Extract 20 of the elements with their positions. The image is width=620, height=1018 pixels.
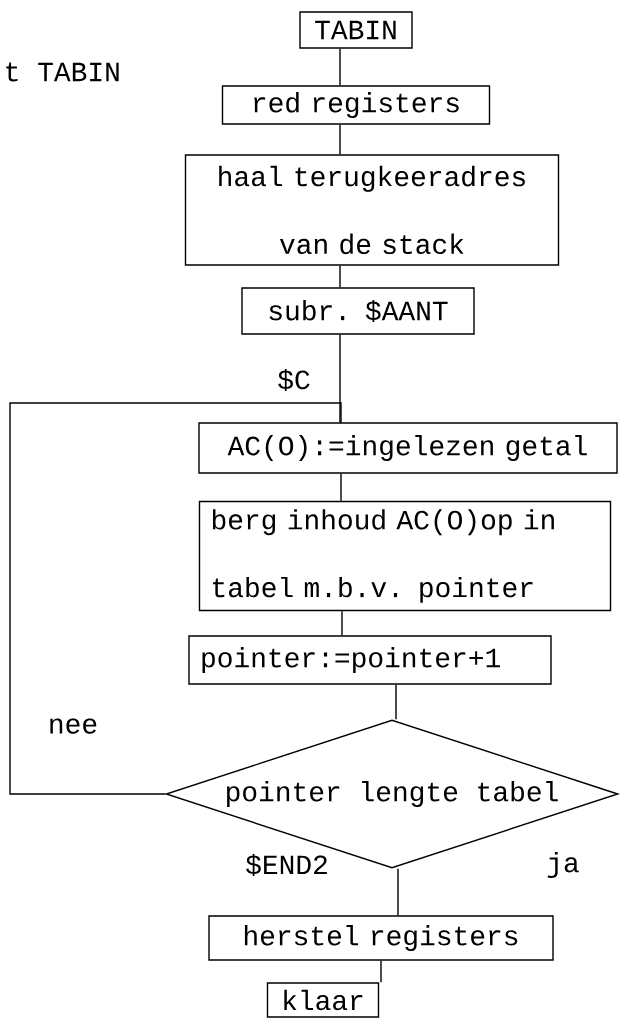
connector-line: [340, 473, 342, 502]
text-label: $C: [278, 369, 310, 391]
process-box: pointer:=pointer+1: [188, 635, 552, 685]
edge-label: nee: [46, 717, 100, 735]
connector-line: [395, 684, 397, 720]
connector-line: [397, 868, 399, 916]
text-label: t TABIN: [6, 62, 119, 82]
process-box: red registers: [221, 85, 491, 125]
process-box: TABIN: [299, 11, 413, 49]
connector-line: [339, 48, 341, 86]
connector-line: [339, 334, 341, 423]
connector-line: [339, 124, 341, 155]
connector-line: [339, 265, 341, 288]
process-box: herstel registers: [208, 915, 554, 961]
process-box: klaar: [266, 982, 380, 1018]
process-box: AC(O):=ingelezen getal: [198, 422, 618, 474]
process-box: subr. $AANT: [241, 287, 475, 335]
connector-line: [380, 960, 382, 983]
connector-line: [341, 610, 343, 636]
connector-line: [9, 402, 342, 795]
